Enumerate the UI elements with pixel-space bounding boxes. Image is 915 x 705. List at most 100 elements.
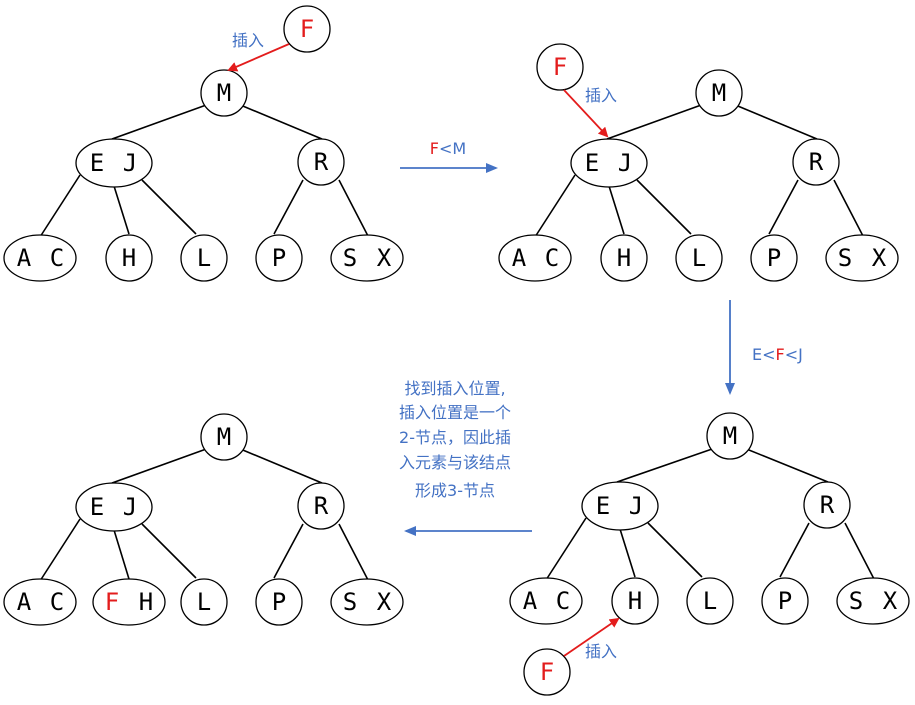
node-key: R bbox=[314, 148, 329, 176]
node-key: C bbox=[50, 244, 64, 272]
explanation-line: 形成3-节点 bbox=[415, 481, 495, 500]
node-key: R bbox=[820, 491, 835, 519]
new-key-node: F bbox=[523, 648, 571, 696]
explanation-line: 入元素与该结点 bbox=[399, 453, 511, 472]
root-node: M bbox=[200, 69, 248, 117]
node-key: X bbox=[377, 588, 392, 616]
node-key: P bbox=[778, 587, 792, 615]
step-2: E<F<J bbox=[725, 300, 803, 395]
node-key: A bbox=[512, 244, 527, 272]
node-key: H bbox=[139, 588, 153, 616]
internal-node-right: R bbox=[297, 482, 345, 530]
node-key: S bbox=[343, 588, 357, 616]
node-key: H bbox=[122, 244, 136, 272]
tree-edges bbox=[39, 103, 369, 238]
step-1: F<M bbox=[400, 139, 498, 173]
node-key: C bbox=[545, 244, 559, 272]
root-node: M bbox=[706, 412, 754, 460]
leaf-node: L bbox=[686, 577, 734, 625]
panel-3-tree: M E J R A C H L P S X bbox=[509, 412, 910, 696]
comparison-key: J bbox=[797, 345, 803, 364]
leaf-node: P bbox=[255, 578, 303, 626]
internal-node-left: E J bbox=[581, 481, 659, 531]
node-key: J bbox=[629, 492, 643, 520]
insert-label: 插入 bbox=[232, 31, 264, 50]
explanation-line: 2-节点，因此插 bbox=[399, 428, 511, 447]
leaf-node: P bbox=[750, 234, 798, 282]
new-key-node: F bbox=[283, 5, 331, 53]
node-key: L bbox=[703, 587, 717, 615]
internal-node-right: R bbox=[803, 481, 851, 529]
node-key: M bbox=[723, 422, 737, 450]
leaf-node: A C bbox=[498, 234, 572, 282]
node-key: L bbox=[197, 588, 211, 616]
node-key: S bbox=[343, 244, 357, 272]
internal-node-left: E J bbox=[75, 138, 153, 188]
node-key: H bbox=[617, 244, 631, 272]
node-key: M bbox=[217, 79, 231, 107]
leaf-node: A C bbox=[3, 234, 77, 282]
leaf-node: S X bbox=[330, 234, 404, 282]
new-key-node: F bbox=[536, 43, 584, 91]
leaf-node: H bbox=[600, 234, 648, 282]
comparison-key: F bbox=[430, 139, 439, 158]
leaf-node: P bbox=[255, 234, 303, 282]
new-key: F bbox=[540, 658, 554, 686]
node-key: X bbox=[883, 587, 898, 615]
node-key: E bbox=[90, 149, 104, 177]
node-key: H bbox=[628, 587, 642, 615]
node-key: J bbox=[123, 149, 137, 177]
leaf-node: L bbox=[180, 578, 228, 626]
node-key: L bbox=[692, 244, 706, 272]
comparison-key: M bbox=[452, 139, 466, 158]
node-key: C bbox=[50, 588, 64, 616]
node-key: M bbox=[712, 79, 726, 107]
inserted-key: F bbox=[105, 588, 119, 616]
insert-arrow bbox=[563, 617, 620, 657]
new-key: F bbox=[300, 15, 314, 43]
node-key: M bbox=[217, 423, 231, 451]
comparison-operator: < bbox=[439, 139, 452, 158]
panel-1-tree: M E J R A C H L P S X bbox=[3, 5, 404, 282]
node-key: P bbox=[272, 588, 286, 616]
node-key: E bbox=[596, 492, 610, 520]
tree-edges bbox=[534, 103, 864, 238]
comparison-key: E bbox=[752, 345, 762, 364]
node-key: L bbox=[197, 244, 211, 272]
node-key: P bbox=[272, 244, 286, 272]
node-key: P bbox=[767, 244, 781, 272]
node-key: A bbox=[17, 588, 32, 616]
leaf-node: L bbox=[675, 234, 723, 282]
explanation-text: 找到插入位置, 插入位置是一个 2-节点，因此插 入元素与该结点 形成3-节点 bbox=[399, 379, 511, 500]
root-node: M bbox=[200, 413, 248, 461]
internal-node-left: E J bbox=[75, 482, 153, 532]
comparison-label: E<F<J bbox=[752, 345, 803, 364]
node-key: J bbox=[618, 149, 632, 177]
step-3: 找到插入位置, 插入位置是一个 2-节点，因此插 入元素与该结点 形成3-节点 bbox=[399, 379, 532, 536]
node-key: C bbox=[556, 587, 570, 615]
leaf-node: L bbox=[180, 234, 228, 282]
node-key: E bbox=[585, 149, 599, 177]
leaf-node-3-node: F H bbox=[92, 578, 166, 626]
node-key: A bbox=[17, 244, 32, 272]
comparison-label: F<M bbox=[430, 139, 466, 158]
explanation-line: 插入位置是一个 bbox=[399, 403, 511, 422]
insert-arrow bbox=[563, 89, 609, 138]
explanation-line: 找到插入位置, bbox=[404, 379, 505, 398]
node-key: J bbox=[123, 493, 137, 521]
internal-node-right: R bbox=[792, 138, 840, 186]
comparison-key: F bbox=[776, 345, 785, 364]
internal-node-left: E J bbox=[570, 138, 648, 188]
node-key: E bbox=[90, 493, 104, 521]
insert-label: 插入 bbox=[585, 86, 617, 105]
tree-edges bbox=[39, 447, 369, 582]
leaf-node: A C bbox=[509, 577, 583, 625]
node-key: X bbox=[377, 244, 392, 272]
new-key: F bbox=[553, 53, 567, 81]
leaf-node: H bbox=[105, 234, 153, 282]
leaf-node: S X bbox=[825, 234, 899, 282]
leaf-node: S X bbox=[330, 578, 404, 626]
panel-4-tree: M E J R A C F H L P S bbox=[3, 413, 404, 626]
node-key: X bbox=[872, 244, 887, 272]
